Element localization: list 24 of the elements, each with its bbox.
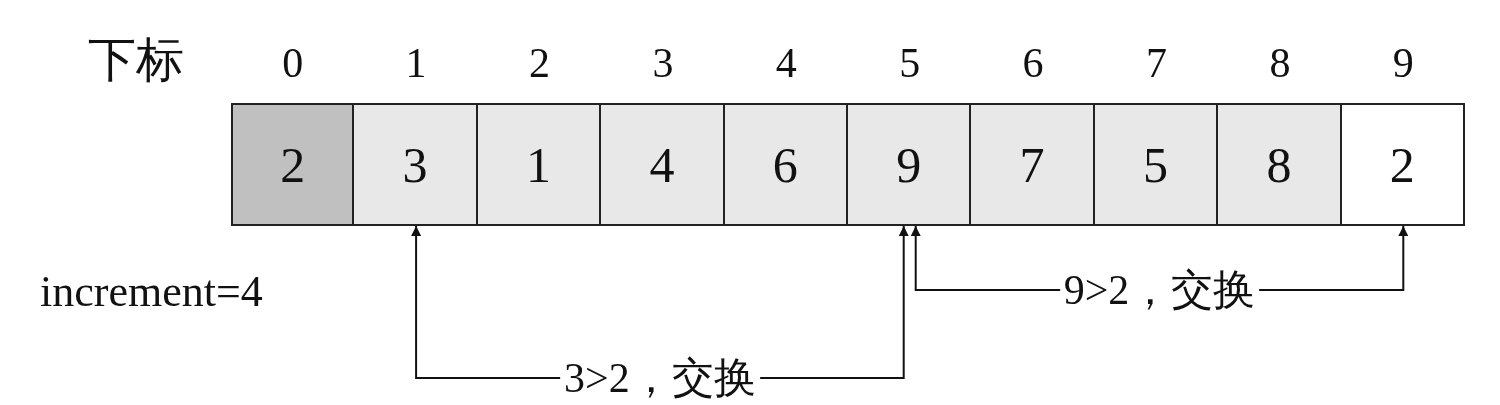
array-cell: 3 bbox=[352, 103, 478, 226]
array-cell: 2 bbox=[1339, 103, 1465, 226]
array-cell: 9 bbox=[846, 103, 972, 226]
array-cell: 6 bbox=[722, 103, 848, 226]
index-number: 6 bbox=[1022, 42, 1044, 84]
array-cell: 8 bbox=[1216, 103, 1342, 226]
index-number: 4 bbox=[775, 42, 797, 84]
index-number: 5 bbox=[899, 42, 921, 84]
edge-label: 9>2，交换 bbox=[1059, 269, 1260, 311]
row-caption: 下标 bbox=[88, 36, 184, 84]
index-number: 1 bbox=[405, 42, 427, 84]
array-cell: 2 bbox=[231, 103, 355, 226]
index-number: 9 bbox=[1392, 42, 1414, 84]
increment-note: increment=4 bbox=[40, 270, 263, 314]
array-cell: 4 bbox=[599, 103, 725, 226]
array-cell: 1 bbox=[475, 103, 602, 226]
edge-label: 3>2，交换 bbox=[560, 357, 760, 399]
array-cell: 7 bbox=[969, 103, 1095, 226]
index-number: 8 bbox=[1269, 42, 1291, 84]
index-number: 7 bbox=[1146, 42, 1167, 84]
index-number: 2 bbox=[529, 42, 550, 84]
index-number: 0 bbox=[282, 42, 304, 84]
array-cell: 5 bbox=[1092, 103, 1219, 226]
index-number: 3 bbox=[652, 42, 674, 84]
